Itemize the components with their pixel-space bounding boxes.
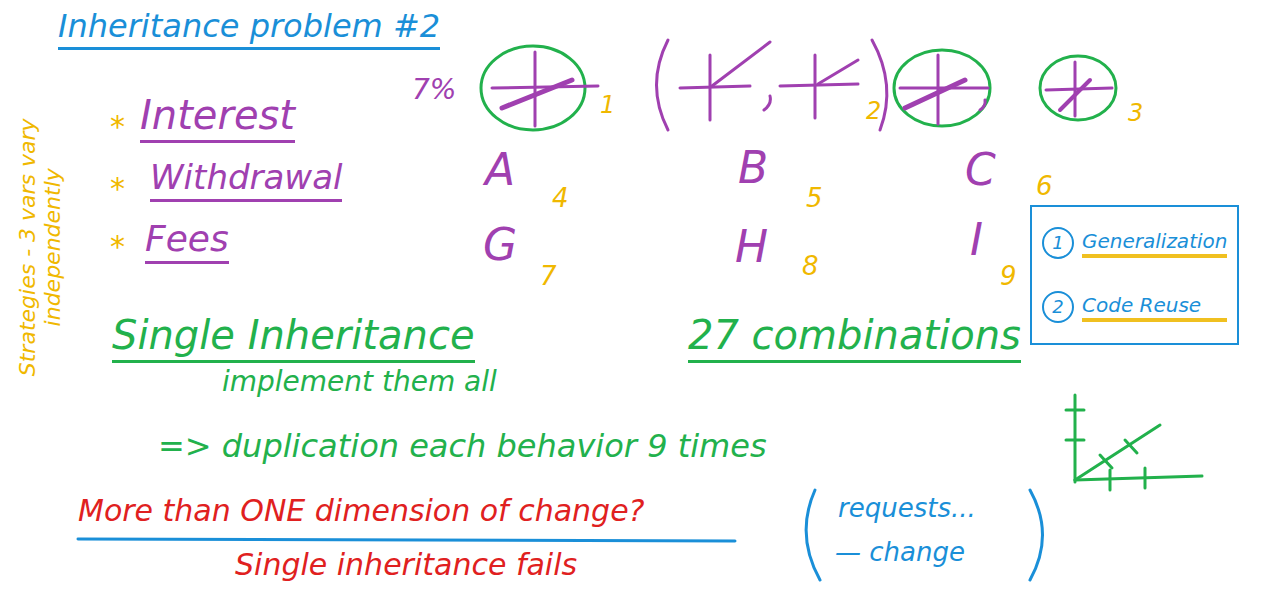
variable-name: Interest	[140, 92, 295, 143]
sub-note: implement them all	[222, 366, 497, 398]
question-note: More than ONE dimension of change?	[78, 494, 645, 529]
callout-number: 7	[540, 262, 557, 292]
axes-sketch	[1066, 395, 1202, 490]
graph-pair	[657, 40, 887, 130]
callout-number: 4	[552, 184, 569, 214]
aside-note: — change	[835, 538, 965, 568]
consequence-note: => duplication each behavior 9 times	[158, 428, 767, 465]
strategy-letter: C	[965, 145, 996, 196]
callout-number: 1	[600, 92, 615, 120]
title: Inheritance problem #2	[58, 8, 440, 50]
strategy-letter: H	[735, 222, 768, 273]
summary-box: 1 Generalization 2 Code Reuse	[1030, 205, 1239, 345]
callout-number: 9	[1000, 262, 1017, 292]
rate-label: 7%	[412, 74, 456, 106]
circled-number: 2	[1042, 291, 1074, 323]
variable-name: Fees	[145, 218, 229, 264]
callout-number: 6	[1036, 172, 1053, 202]
graph-three	[894, 50, 990, 126]
box-text: Generalization	[1082, 229, 1227, 258]
box-text: Code Reuse	[1082, 293, 1227, 322]
variable-name: Withdrawal	[150, 158, 342, 202]
strategy-letter: B	[738, 143, 768, 194]
heading-note: Single Inheritance	[112, 312, 475, 363]
strategy-letter: I	[970, 215, 983, 266]
callout-number: 8	[802, 252, 819, 282]
bullet-star: *	[110, 110, 125, 145]
rotated-note: Strategies - 3 vars vary independently	[15, 77, 66, 417]
strategy-letter: G	[483, 220, 517, 271]
graph-four	[1040, 56, 1116, 120]
conclusion-note: Single inheritance fails	[235, 548, 577, 583]
bullet-star: *	[110, 172, 125, 207]
callout-number: 5	[806, 184, 823, 214]
strategy-letter: A	[485, 145, 515, 196]
aside-note: requests...	[838, 494, 976, 524]
graph-one	[481, 46, 598, 130]
count-note: 27 combinations	[688, 312, 1021, 363]
callout-number: 3	[1128, 100, 1143, 128]
callout-number: 2	[866, 98, 881, 126]
circled-number: 1	[1042, 227, 1074, 259]
bullet-star: *	[110, 230, 125, 265]
